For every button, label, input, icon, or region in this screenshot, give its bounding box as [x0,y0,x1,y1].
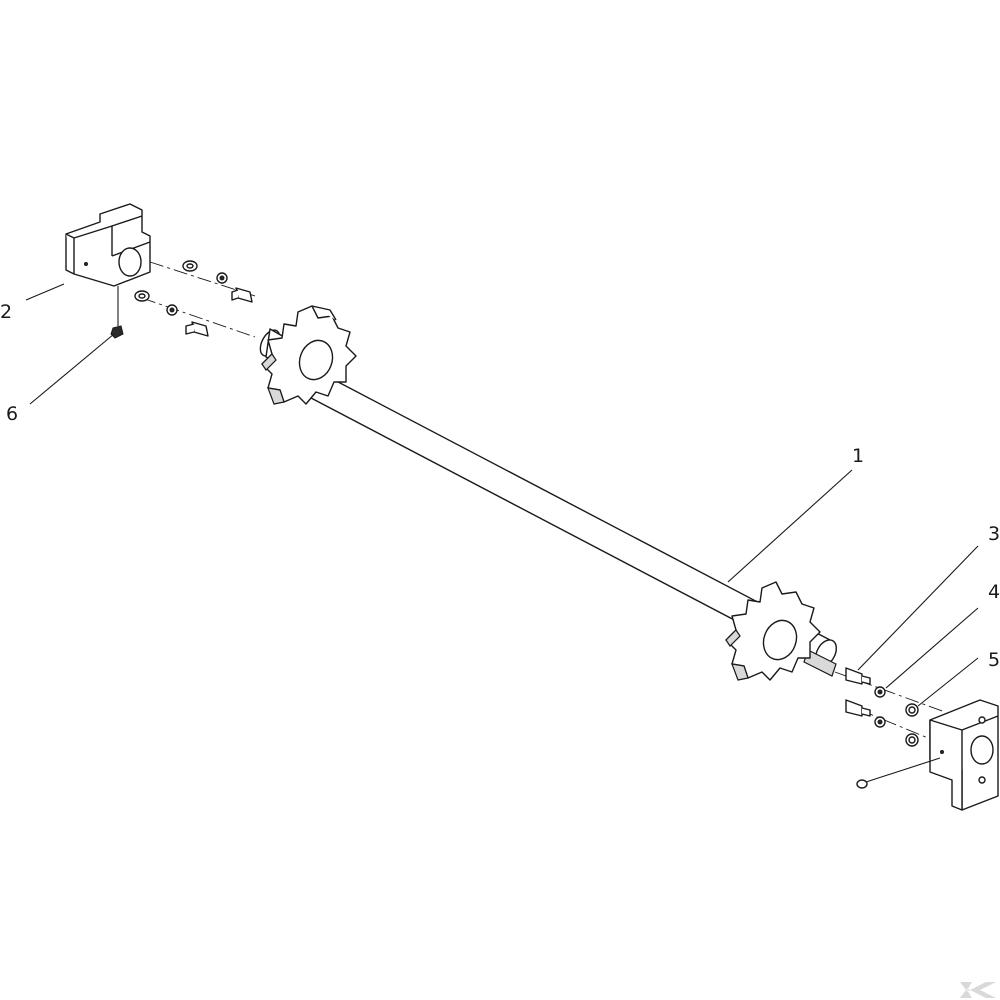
callout-2: 2 [0,301,12,323]
left-hardware [134,260,253,337]
callout-labels: 1 2 3 4 5 6 [0,301,1000,671]
bearing-block-left [65,203,151,287]
callout-1: 1 [852,445,864,467]
brand-k-logo-icon [960,982,996,998]
sprocket-right [725,581,821,681]
callout-4: 4 [988,581,1000,603]
bearing-block-right [929,699,999,811]
sprocket-left [261,305,357,405]
callout-3: 3 [988,523,1000,545]
callout-5: 5 [988,649,1000,671]
right-hardware [845,667,941,789]
callout-6: 6 [6,403,18,425]
grease-nipple [110,286,124,339]
leader-lines [25,283,979,707]
